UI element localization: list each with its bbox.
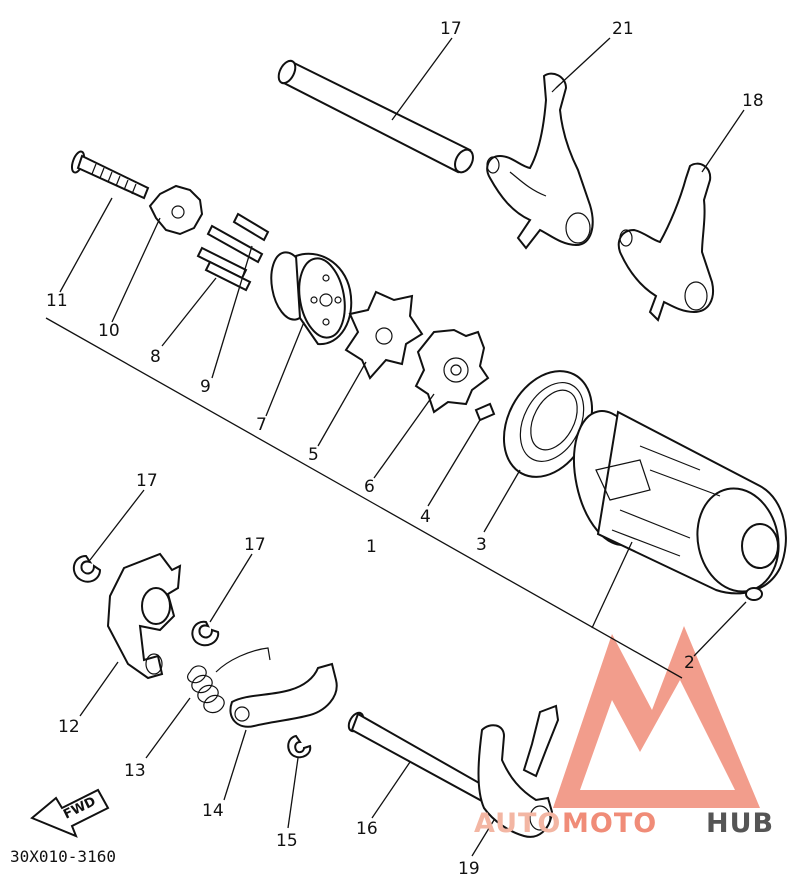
part-17-circlip-b	[191, 620, 220, 647]
watermark-hub: HUB	[706, 808, 774, 839]
callout-15: 15	[276, 831, 298, 851]
part-13-spring	[187, 647, 271, 714]
callout-10: 10	[98, 321, 120, 341]
watermark-text: AUTO MOTO HUB	[474, 808, 774, 839]
callout-5: 5	[308, 445, 319, 465]
callout-17a: 17	[136, 471, 158, 491]
part-1-drum	[573, 410, 787, 595]
callout-16: 16	[356, 819, 378, 839]
callout-19: 18	[742, 91, 764, 111]
callout-21: 21	[612, 19, 634, 39]
part-5-plate	[344, 290, 424, 380]
part-10-stopper	[148, 184, 204, 236]
logo-triangle-inner	[580, 680, 735, 790]
callout-12: 12	[58, 717, 80, 737]
part-21-fork	[486, 72, 594, 250]
part-18-shaft	[277, 59, 474, 174]
part-4-dowel	[474, 402, 496, 422]
diagram-code: 30X010-3160	[10, 847, 116, 866]
part-14-arm	[229, 662, 338, 728]
part-8-9-pins	[196, 212, 270, 292]
callout-1: 1	[366, 537, 377, 557]
part-17-circlip-a	[72, 554, 102, 583]
watermark-logo	[553, 626, 760, 808]
callout-8: 8	[150, 347, 161, 367]
assembly-axis-line	[45, 317, 683, 679]
callout-6: 6	[364, 477, 375, 497]
callout-17b: 17	[244, 535, 266, 555]
part-12-lever	[106, 552, 182, 680]
part-19-fork	[617, 162, 714, 322]
callout-18: 17	[440, 19, 462, 39]
part-7-segment	[270, 251, 353, 346]
part-15-clip	[287, 734, 312, 759]
callout-4: 4	[420, 507, 431, 527]
part-20-fork	[477, 704, 560, 838]
callout-13: 13	[124, 761, 146, 781]
callout-14: 14	[202, 801, 224, 821]
callout-11: 11	[46, 291, 68, 311]
part-2-pin	[745, 587, 763, 601]
part-11-screw	[70, 150, 150, 200]
callout-labels: 17 21 18 11 10 8 9 7 5 6 4 1 3 2 17 17 1…	[46, 19, 764, 879]
watermark-auto: AUTO	[474, 808, 561, 839]
leader-lines	[59, 37, 747, 857]
callout-3: 3	[476, 535, 487, 555]
callout-2: 2	[684, 653, 695, 673]
watermark-moto: MOTO	[562, 808, 657, 839]
callout-7: 7	[256, 415, 267, 435]
callout-20: 19	[458, 859, 480, 879]
callout-9: 9	[200, 377, 211, 397]
forward-arrow: FWD	[30, 788, 110, 838]
part-6-star	[414, 328, 490, 414]
